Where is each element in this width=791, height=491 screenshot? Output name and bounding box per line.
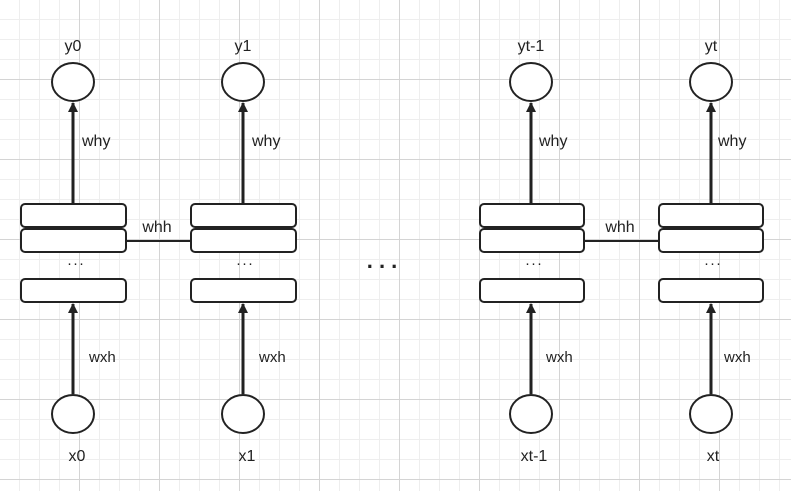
why-label: why (538, 133, 567, 150)
output-label: yt-1 (518, 38, 545, 55)
output-label: yt (705, 38, 718, 55)
input-label: xt (707, 448, 720, 465)
output-node (221, 62, 265, 102)
hidden-layer-cell (190, 203, 297, 228)
input-label: x0 (69, 448, 86, 465)
hidden-layer-cell (20, 278, 127, 303)
wxh-label: wxh (258, 349, 286, 366)
wxh-label: wxh (723, 349, 751, 366)
input-node (689, 394, 733, 434)
hidden-layer-cell (479, 203, 585, 228)
wxh-label: wxh (545, 349, 573, 366)
layer-ellipsis: ··· (236, 255, 254, 272)
layer-ellipsis: ··· (67, 255, 85, 272)
whh-label: whh (141, 219, 171, 236)
output-label: y1 (235, 38, 252, 55)
output-label: y0 (65, 38, 82, 55)
hidden-layer-cell (658, 203, 764, 228)
whh-label: whh (604, 219, 634, 236)
rnn-step-column: yt-1 why ··· wxh xt-1 (479, 38, 585, 465)
input-node (509, 394, 553, 434)
rnn-step-column: y0 why ··· wxh x0 (20, 38, 127, 465)
why-label: why (81, 133, 110, 150)
wxh-label: wxh (88, 349, 116, 366)
hidden-layer-cell (20, 203, 127, 228)
layer-ellipsis: ··· (704, 255, 722, 272)
rnn-step-column: yt why ··· wxh xt (658, 38, 764, 465)
output-node (509, 62, 553, 102)
sequence-ellipsis: . . . (367, 248, 398, 273)
hidden-layer-cell (658, 278, 764, 303)
hidden-layer-cell (20, 228, 127, 253)
output-node (689, 62, 733, 102)
input-node (51, 394, 95, 434)
input-node (221, 394, 265, 434)
why-label: why (717, 133, 746, 150)
output-node (51, 62, 95, 102)
hidden-layer-cell (658, 228, 764, 253)
rnn-step-column: y1 why ··· wxh x1 (190, 38, 297, 465)
hidden-layer-cell (190, 278, 297, 303)
hidden-layer-cell (479, 228, 585, 253)
why-label: why (251, 133, 280, 150)
hidden-layer-cell (479, 278, 585, 303)
hidden-layer-cell (190, 228, 297, 253)
layer-ellipsis: ··· (525, 255, 543, 272)
input-label: xt-1 (521, 448, 548, 465)
input-label: x1 (239, 448, 256, 465)
